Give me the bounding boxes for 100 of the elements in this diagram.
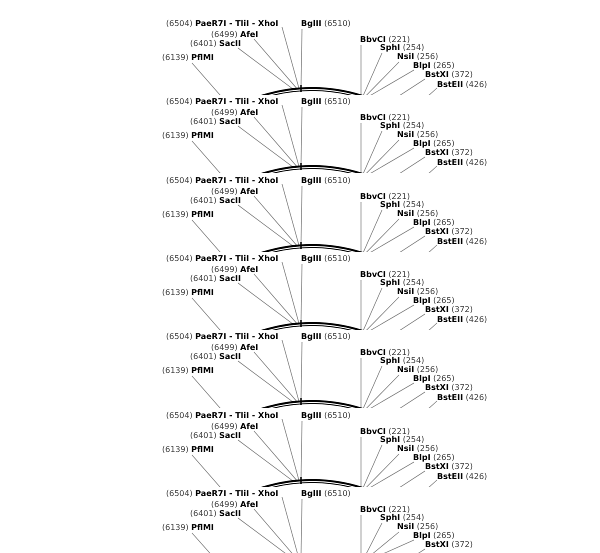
site-label: SphI (254) [380,200,424,210]
leader-line [254,116,298,168]
leader-line [360,201,362,252]
leader-line [362,52,382,95]
leader-line [360,436,362,486]
site-label: (6139) PflMI [162,288,214,298]
site-label: BbvCI (221) [360,426,410,436]
leader-line [238,439,294,481]
site-label: (6139) PflMI [162,366,214,376]
leader-line [362,130,382,174]
site-label: NsiI (256) [397,444,438,454]
site-label: (6139) PflMI [162,522,214,533]
site-label: BbvCI (221) [360,35,410,45]
site-label: (6401) SacII [190,352,242,362]
site-label: BlpI (265) [413,374,455,384]
site-label: BstEII (426) [437,314,488,325]
site-label: (6504) PaeR7I - TliI - XhoI [166,332,278,342]
site-label: BlpI (265) [413,452,455,462]
site-label: SphI (254) [380,278,424,288]
site-label: BstXI (372) [425,226,473,237]
leader-line [362,209,382,252]
site-label: (6504) PaeR7I - TliI - XhoI [166,19,278,29]
site-label: BglII (6510) [301,488,351,499]
site-label: BglII (6510) [301,19,351,29]
site-label: NsiI (256) [397,522,438,532]
leader-line [282,340,300,402]
leader-line [360,514,362,553]
leader-line [238,204,294,246]
site-label: SphI (254) [380,43,424,53]
leader-line [254,430,298,481]
site-label: BlpI (265) [413,218,455,228]
leader-line [360,122,362,174]
leader-line [238,282,294,324]
site-label: (6504) PaeR7I - TliI - XhoI [166,254,278,264]
site-label: SphI (254) [380,434,424,444]
site-label: NsiI (256) [397,286,438,297]
leader-line [362,444,382,486]
leader-line [364,374,400,408]
leader-line [254,195,298,246]
site-label: BbvCI (221) [360,192,410,202]
leader-line [282,26,300,89]
site-label: (6504) PaeR7I - TliI - XhoI [166,97,278,108]
site-label: BlpI (265) [413,139,455,150]
site-label: BstXI (372) [425,462,473,472]
leader-line [362,366,382,408]
leader-line [360,358,362,408]
leader-line [364,62,400,95]
site-label: (6401) SacII [190,117,242,128]
leader-line [254,38,298,90]
site-label: BbvCI (221) [360,504,410,515]
site-label: (6499) AfeI [211,500,258,510]
site-label: (6401) SacII [190,196,242,206]
site-label: BstXI (372) [425,383,473,394]
site-label: (6499) AfeI [211,343,258,354]
site-label: SphI (254) [380,121,424,132]
site-label: NsiI (256) [397,130,438,140]
site-label: (6401) SacII [190,430,242,440]
leader-line [254,274,298,324]
leader-line [282,262,300,324]
site-label: (6401) SacII [190,39,242,49]
site-label: BglII (6510) [301,332,351,342]
site-label: BglII (6510) [301,97,351,108]
site-label: (6139) PflMI [162,210,214,220]
site-label: BstXI (372) [425,70,473,80]
site-label: (6504) PaeR7I - TliI - XhoI [166,176,278,186]
site-label: NsiI (256) [397,208,438,219]
leader-line [254,352,298,402]
leader-line [238,126,294,168]
leader-line [364,218,400,252]
site-label: BlpI (265) [413,296,455,306]
site-label: BglII (6510) [301,410,351,420]
site-label: (6499) AfeI [211,422,258,432]
site-label: (6504) PaeR7I - TliI - XhoI [166,410,278,420]
leader-line [364,296,400,330]
site-label: BstXI (372) [425,148,473,158]
leader-line [300,498,302,553]
site-label: BstEII (426) [437,80,488,90]
leader-line [282,496,300,553]
site-label: BglII (6510) [301,254,351,264]
site-label: (6139) PflMI [162,53,214,63]
site-label: BstXI (372) [425,540,473,550]
site-label: BlpI (265) [413,530,455,541]
leader-line [360,280,362,330]
site-label: SphI (254) [380,356,424,366]
site-label: (6499) AfeI [211,108,258,118]
leader-line [282,183,300,246]
site-label: (6139) PflMI [162,131,214,142]
leader-line [364,140,400,174]
site-label: SphI (254) [380,512,424,523]
site-label: BlpI (265) [413,61,455,71]
site-label: BstEII (426) [437,472,488,482]
site-label: BglII (6510) [301,176,351,186]
site-label: (6139) PflMI [162,444,214,454]
leader-line [238,48,294,90]
site-label: (6499) AfeI [211,264,258,275]
site-label: BstEII (426) [437,236,488,247]
site-label: (6499) AfeI [211,186,258,197]
site-label: BstEII (426) [437,393,488,404]
site-label: BbvCI (221) [360,270,410,280]
site-label: (6504) PaeR7I - TliI - XhoI [166,488,278,499]
